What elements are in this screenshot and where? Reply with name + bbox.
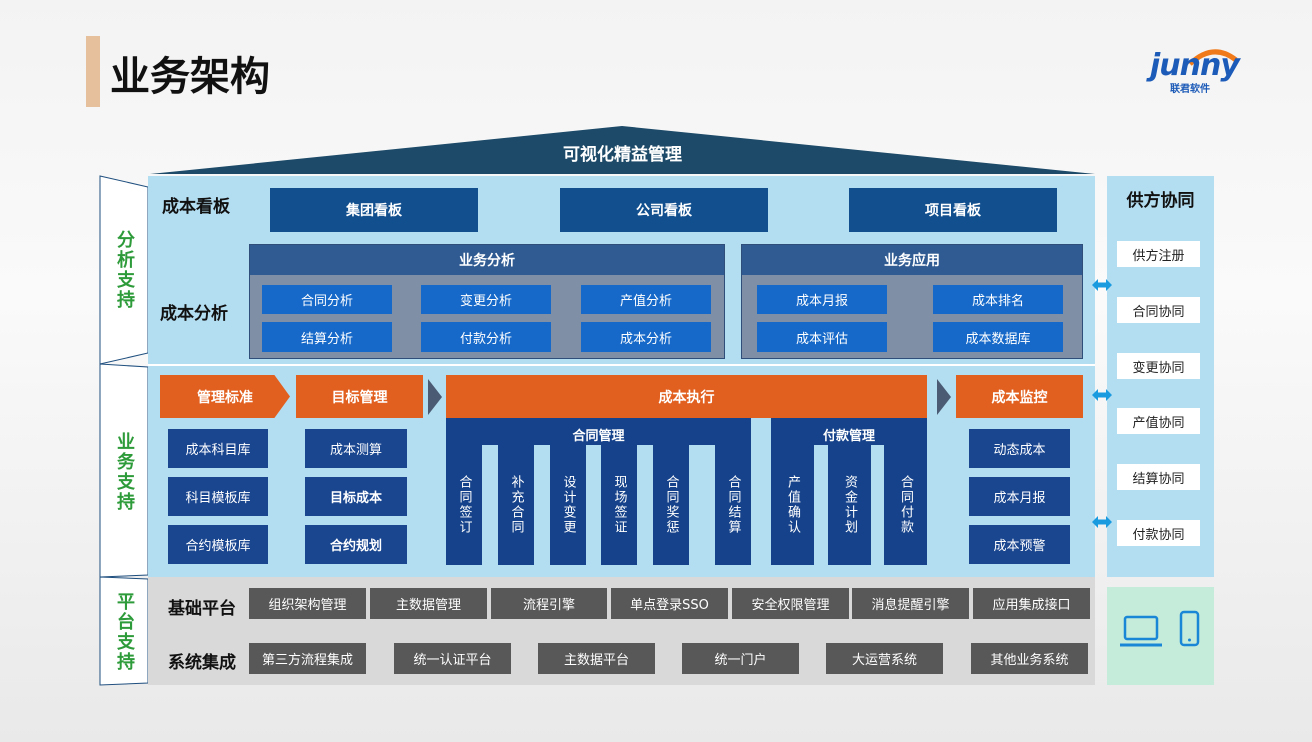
- integration-label: 系统集成: [168, 653, 236, 673]
- roof-title: 可视化精益管理: [563, 145, 682, 165]
- roof-shape: [150, 126, 1095, 174]
- analysis-item[interactable]: 结算分析: [262, 322, 392, 352]
- app-item[interactable]: 成本排名: [933, 285, 1063, 314]
- biz-analysis-title: 业务分析: [250, 245, 724, 275]
- integ-item[interactable]: 主数据平台: [538, 643, 655, 674]
- std-item[interactable]: 成本科目库: [168, 429, 268, 468]
- supplier-item[interactable]: 合同协同: [1117, 297, 1200, 323]
- arrow-right-icon: [937, 379, 951, 415]
- contract-item[interactable]: 现场签证: [601, 445, 637, 565]
- double-arrow-icon: [1092, 516, 1112, 528]
- supplier-item[interactable]: 产值协同: [1117, 408, 1200, 434]
- monitor-item[interactable]: 动态成本: [969, 429, 1070, 468]
- junny-logo: junny 联君软件: [1150, 48, 1250, 100]
- biz-app-title: 业务应用: [742, 245, 1082, 275]
- analysis-item[interactable]: 合同分析: [262, 285, 392, 314]
- app-item[interactable]: 成本评估: [757, 322, 887, 352]
- side-brackets: [99, 175, 149, 686]
- supplier-item[interactable]: 变更协同: [1117, 353, 1200, 379]
- base-item[interactable]: 主数据管理: [370, 588, 487, 619]
- title-accent-bar: [86, 36, 100, 107]
- payment-item[interactable]: 产值确认: [771, 445, 814, 565]
- double-arrow-icon: [1092, 389, 1112, 401]
- dashboard-group[interactable]: 集团看板: [270, 188, 478, 232]
- double-arrow-icon: [1092, 279, 1112, 291]
- logo-sub: 联君软件: [1170, 84, 1210, 95]
- integ-item[interactable]: 统一门户: [682, 643, 799, 674]
- monitor-header: 成本监控: [956, 375, 1083, 418]
- monitor-item[interactable]: 成本预警: [969, 525, 1070, 564]
- base-item[interactable]: 单点登录SSO: [611, 588, 728, 619]
- integ-item[interactable]: 第三方流程集成: [249, 643, 366, 674]
- target-item[interactable]: 合约规划: [305, 525, 407, 564]
- std-item[interactable]: 合约模板库: [168, 525, 268, 564]
- logo-word: junny: [1150, 48, 1240, 83]
- monitor-item[interactable]: 成本月报: [969, 477, 1070, 516]
- app-item[interactable]: 成本数据库: [933, 322, 1063, 352]
- dashboard-company[interactable]: 公司看板: [560, 188, 768, 232]
- supplier-title: 供方协同: [1126, 191, 1195, 211]
- integ-item[interactable]: 大运营系统: [826, 643, 943, 674]
- base-platform-label: 基础平台: [168, 599, 236, 619]
- target-item[interactable]: 目标成本: [305, 477, 407, 516]
- integ-item[interactable]: 其他业务系统: [971, 643, 1088, 674]
- devices-panel: [1107, 587, 1214, 685]
- payment-item[interactable]: 合同付款: [884, 445, 927, 565]
- base-item[interactable]: 安全权限管理: [732, 588, 849, 619]
- payment-title: 付款管理: [771, 418, 927, 445]
- payment-item[interactable]: 资金计划: [828, 445, 871, 565]
- contract-item[interactable]: 设计变更: [550, 445, 586, 565]
- side-label-analysis: 分析支持: [114, 230, 135, 310]
- contract-item[interactable]: 补充合同: [498, 445, 534, 565]
- target-item[interactable]: 成本测算: [305, 429, 407, 468]
- laptop-icon: [1120, 615, 1162, 647]
- contract-item[interactable]: 合同结算: [715, 445, 751, 565]
- side-label-platform: 平台支持: [114, 592, 135, 672]
- divider: [148, 364, 1095, 366]
- exec-header: 成本执行: [446, 375, 927, 418]
- analysis-item[interactable]: 产值分析: [581, 285, 711, 314]
- base-item[interactable]: 流程引擎: [491, 588, 607, 619]
- dashboard-label: 成本看板: [162, 197, 230, 217]
- analysis-item[interactable]: 变更分析: [421, 285, 551, 314]
- supplier-item[interactable]: 结算协同: [1117, 464, 1200, 490]
- contract-title: 合同管理: [446, 418, 751, 445]
- base-item[interactable]: 消息提醒引擎: [852, 588, 969, 619]
- dashboard-project[interactable]: 项目看板: [849, 188, 1057, 232]
- analysis-label: 成本分析: [160, 304, 228, 324]
- side-label-business: 业务支持: [114, 431, 135, 512]
- app-item[interactable]: 成本月报: [757, 285, 887, 314]
- analysis-item[interactable]: 付款分析: [421, 322, 551, 352]
- contract-item[interactable]: 合同奖惩: [653, 445, 689, 565]
- supplier-item[interactable]: 供方注册: [1117, 241, 1200, 267]
- base-item[interactable]: 组织架构管理: [249, 588, 366, 619]
- contract-item[interactable]: 合同签订: [446, 445, 482, 565]
- std-header: 管理标准: [160, 375, 290, 418]
- phone-icon: [1179, 610, 1200, 647]
- page-title: 业务架构: [110, 54, 270, 100]
- arrow-right-icon: [428, 379, 442, 415]
- std-item[interactable]: 科目模板库: [168, 477, 268, 516]
- analysis-item[interactable]: 成本分析: [581, 322, 711, 352]
- logo-arc-icon: [1188, 49, 1238, 66]
- base-item[interactable]: 应用集成接口: [973, 588, 1090, 619]
- supplier-item[interactable]: 付款协同: [1117, 520, 1200, 546]
- integ-item[interactable]: 统一认证平台: [394, 643, 511, 674]
- target-header: 目标管理: [296, 375, 423, 418]
